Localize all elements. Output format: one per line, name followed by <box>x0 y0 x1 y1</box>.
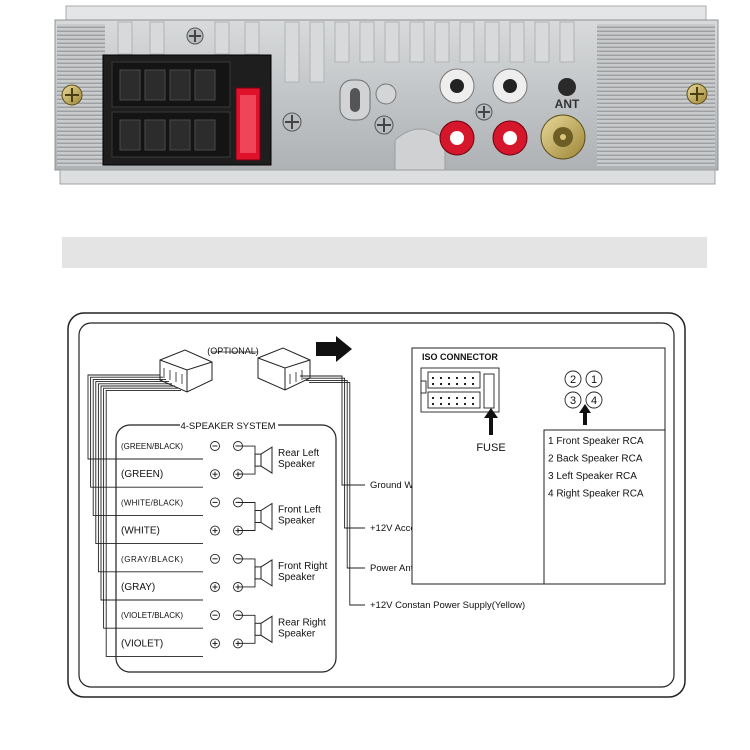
speaker-label: Front Right <box>278 561 328 572</box>
plus-terminal-icon <box>210 469 220 480</box>
wire-color-label: (GREEN) <box>121 469 163 480</box>
iso-connector-panel: ISO CONNECTOR FUSE 2 1 3 4 <box>411 347 666 585</box>
ant-label: ANT <box>555 97 580 111</box>
speaker-label: Rear Right <box>278 617 326 628</box>
separator-band <box>62 237 707 268</box>
wire-color-label: (VIOLET/BLACK) <box>121 611 183 620</box>
wire-path <box>100 385 175 601</box>
iso-connector-drawing <box>420 367 500 413</box>
wire-path <box>105 389 181 657</box>
wire-path <box>87 374 160 460</box>
rca-number-circle <box>564 370 582 388</box>
plus-terminal-icon <box>210 638 220 649</box>
rca-number-circle <box>585 391 603 409</box>
screw-icon <box>282 112 302 132</box>
iso-connector-title: ISO CONNECTOR <box>422 352 498 362</box>
wire-color-label: (GRAY/BLACK) <box>121 555 183 564</box>
rca-number-circle <box>564 391 582 409</box>
speaker-icon <box>238 614 273 644</box>
wire-row: (WHITE)+ <box>116 525 243 545</box>
speaker-icon <box>238 558 273 588</box>
rca-legend-item: 1 Front Speaker RCA <box>548 436 644 447</box>
rca-legend-item: 3 Left Speaker RCA <box>548 471 637 482</box>
rca-number-circles: 2 1 3 4 <box>564 370 603 409</box>
wire-path <box>97 383 172 573</box>
optional-label: (OPTIONAL) <box>207 346 259 356</box>
wire-path <box>300 375 365 486</box>
rca-number: 3 <box>570 395 576 407</box>
wire-color-label: (WHITE) <box>121 526 160 537</box>
arrow-up-icon <box>484 408 498 435</box>
wiring-diagram: (OPTIONAL) 4-SPEAKER SYSTEM (GREEN/BLACK… <box>67 312 686 698</box>
minus-terminal-icon <box>210 610 220 621</box>
rca-legend-item: 2 Back Speaker RCA <box>548 454 643 465</box>
speaker-icon <box>238 445 273 475</box>
wire-color-label: (WHITE/BLACK) <box>121 498 183 507</box>
wire-path <box>309 382 365 606</box>
speaker-label: Speaker <box>278 459 316 470</box>
fuse-label: FUSE <box>476 442 505 454</box>
rca-number: 2 <box>570 374 576 386</box>
rca-number: 1 <box>591 374 597 386</box>
wire-path <box>303 377 365 529</box>
antenna-socket-photo: ANT <box>540 78 586 160</box>
iso-connector-photo <box>102 54 272 166</box>
plus-terminal-icon <box>210 525 220 536</box>
speaker-label: Rear Left <box>278 448 319 459</box>
power-wire-label: +12V Constan Power Supply(Yellow) <box>370 600 525 611</box>
minus-terminal-icon <box>210 441 220 451</box>
rca-number: 4 <box>591 395 597 407</box>
screw-icon <box>686 83 708 105</box>
wire-color-label: (VIOLET) <box>121 638 163 649</box>
speaker-label: Speaker <box>278 572 316 583</box>
speaker-system-title: 4-SPEAKER SYSTEM <box>180 421 275 432</box>
radio-back-panel-photo: ANT <box>54 5 719 185</box>
wire-row: (GREEN/BLACK)− <box>116 441 243 460</box>
optional-connector-right <box>257 347 311 391</box>
wire-row: (GRAY)+ <box>116 582 243 601</box>
rca-legend-box <box>543 429 666 585</box>
speaker-label: Speaker <box>278 628 316 639</box>
screw-icon <box>186 27 204 45</box>
optional-connector-left <box>159 349 213 393</box>
speaker-label: Front Left <box>278 505 321 516</box>
plus-terminal-icon <box>210 582 220 592</box>
arrow-up-icon <box>579 404 591 425</box>
screw-icon <box>61 84 83 106</box>
rca-jacks-photo <box>439 68 528 156</box>
rca-number-circle <box>585 370 603 388</box>
wire-path <box>92 378 166 516</box>
minus-terminal-icon <box>210 497 220 508</box>
wire-color-label: (GRAY) <box>121 582 155 593</box>
left-wire-bus <box>87 374 181 657</box>
wire-color-label: (GREEN/BLACK) <box>121 442 183 451</box>
arrow-right-icon <box>316 336 352 362</box>
wire-path <box>306 379 365 569</box>
screw-icon <box>475 103 493 121</box>
rca-legend-item: 4 Right Speaker RCA <box>548 489 644 500</box>
speaker-icon <box>238 502 273 531</box>
minus-terminal-icon <box>210 553 220 564</box>
screw-icon <box>374 115 394 135</box>
speaker-label: Speaker <box>278 516 316 527</box>
right-wire-bus <box>300 375 365 606</box>
wire-path <box>103 387 178 629</box>
